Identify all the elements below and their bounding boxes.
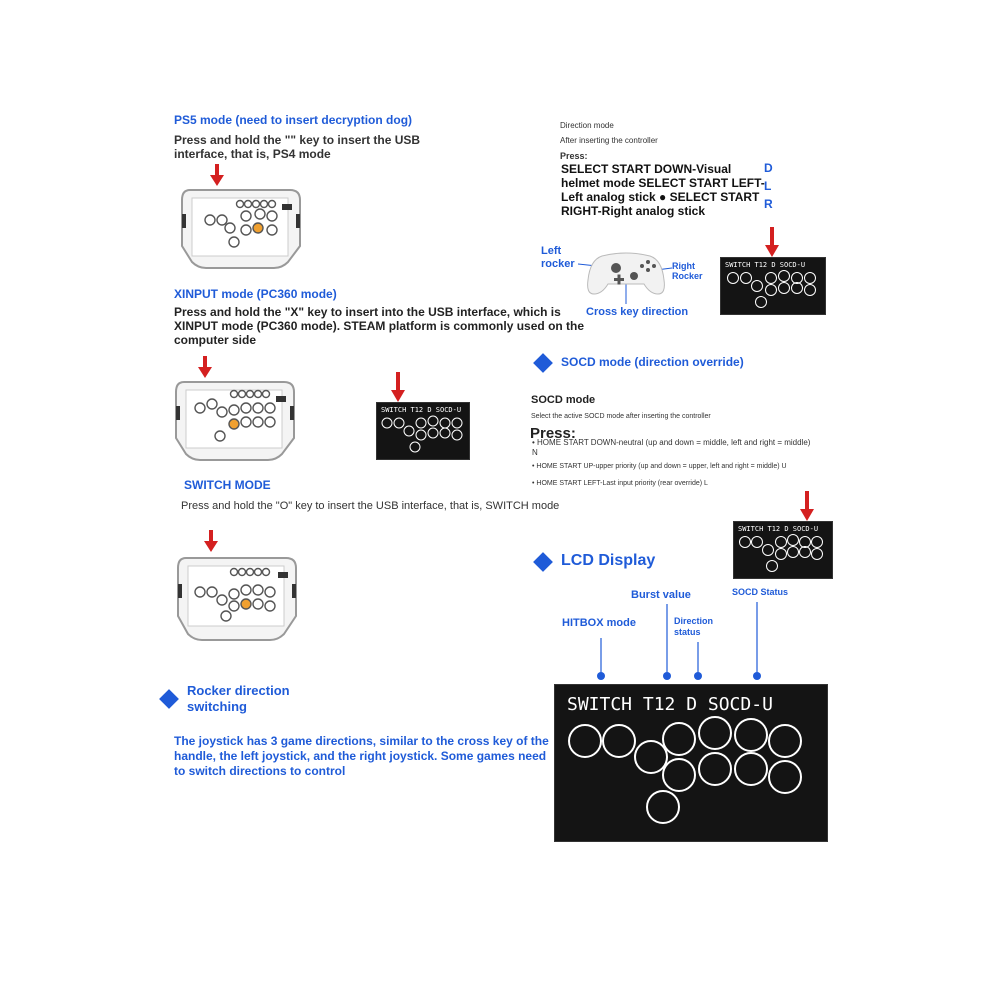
down-arrow-icon: [204, 530, 218, 552]
arcade-controller-switch: [177, 557, 297, 641]
lcd-preview-text: SWITCH T12 D SOCD-U: [381, 406, 462, 414]
direction-letter-d: D: [764, 161, 773, 175]
socd-title: SOCD mode: [531, 394, 596, 406]
section-diamond-icon: [533, 552, 553, 572]
down-arrow-icon: [800, 491, 814, 521]
down-arrow-icon: [198, 356, 212, 378]
direction-press: Press:: [560, 151, 588, 161]
arcade-controller-ps5: [181, 189, 301, 269]
lcd-preview-direction: SWITCH T12 D SOCD-U: [720, 257, 826, 315]
socd-press: Press:: [530, 425, 576, 442]
arcade-controller-xinput: [175, 381, 295, 461]
xinput-title: XINPUT mode (PC360 mode): [174, 287, 337, 301]
lcd-preview-text: SWITCH T12 D SOCD-U: [738, 525, 819, 533]
direction-title: Direction mode: [560, 121, 614, 130]
lcd-callout-lines: [597, 602, 761, 680]
lcd-preview-text: SWITCH T12 D SOCD-U: [725, 261, 806, 269]
hitbox-label: HITBOX mode: [562, 617, 636, 629]
down-arrow-icon: [391, 372, 405, 402]
lcd-button-layout: [568, 716, 802, 824]
section-diamond-icon: [159, 689, 179, 709]
direction-body: SELECT START DOWN-Visual helmet mode SEL…: [561, 162, 765, 218]
lcd-section-title: LCD Display: [561, 552, 656, 569]
left-rocker-label-2: rocker: [541, 258, 575, 270]
switch-desc: Press and hold the "O" key to insert the…: [181, 500, 560, 512]
xinput-desc: Press and hold the "X" key to insert int…: [174, 305, 585, 347]
down-arrow-icon: [210, 164, 224, 186]
lcd-display-large: SWITCH T12 D SOCD-U: [554, 684, 828, 842]
right-rocker-label-1: Right: [672, 261, 695, 271]
direction-status-label-1: Direction: [674, 616, 714, 626]
lcd-button-layout: [381, 415, 463, 453]
socd-subtitle: Select the active SOCD mode after insert…: [531, 413, 711, 420]
left-rocker-label-1: Left: [541, 245, 562, 257]
lcd-preview-socd: SWITCH T12 D SOCD-U: [733, 521, 833, 579]
socd-status-label: SOCD Status: [732, 587, 789, 597]
gamepad-icon: [578, 252, 672, 304]
down-arrow-icon: [765, 227, 779, 257]
ps5-desc: Press and hold the "" key to insert the …: [174, 133, 421, 161]
rocker-title-1: Rocker direction: [187, 683, 290, 698]
lcd-button-layout: [727, 270, 816, 308]
direction-letter-l: L: [764, 179, 772, 193]
ps5-title: PS5 mode (need to insert decryption dog): [174, 113, 413, 127]
direction-status-label-2: status: [674, 627, 701, 637]
socd-item-3: • HOME START LEFT-Last input priority (r…: [532, 480, 708, 487]
socd-section-title: SOCD mode (direction override): [561, 355, 744, 369]
section-diamond-icon: [533, 353, 553, 373]
lcd-preview-xinput: SWITCH T12 D SOCD-U: [376, 402, 470, 460]
right-rocker-label-2: Rocker: [672, 271, 703, 281]
rocker-title-2: switching: [187, 699, 247, 714]
burst-label: Burst value: [631, 589, 691, 601]
socd-item-2: • HOME START UP-upper priority (up and d…: [532, 463, 787, 470]
lcd-button-layout: [739, 534, 823, 572]
switch-title: SWITCH MODE: [184, 478, 271, 492]
direction-subtitle: After inserting the controller: [560, 136, 658, 145]
socd-item-1: • HOME START DOWN-neutral (up and down =…: [532, 438, 811, 457]
cross-key-label: Cross key direction: [586, 306, 689, 318]
rocker-desc: The joystick has 3 game directions, simi…: [174, 734, 549, 778]
lcd-screen-text: SWITCH T12 D SOCD-U: [567, 694, 773, 715]
direction-letter-r: R: [764, 197, 773, 211]
